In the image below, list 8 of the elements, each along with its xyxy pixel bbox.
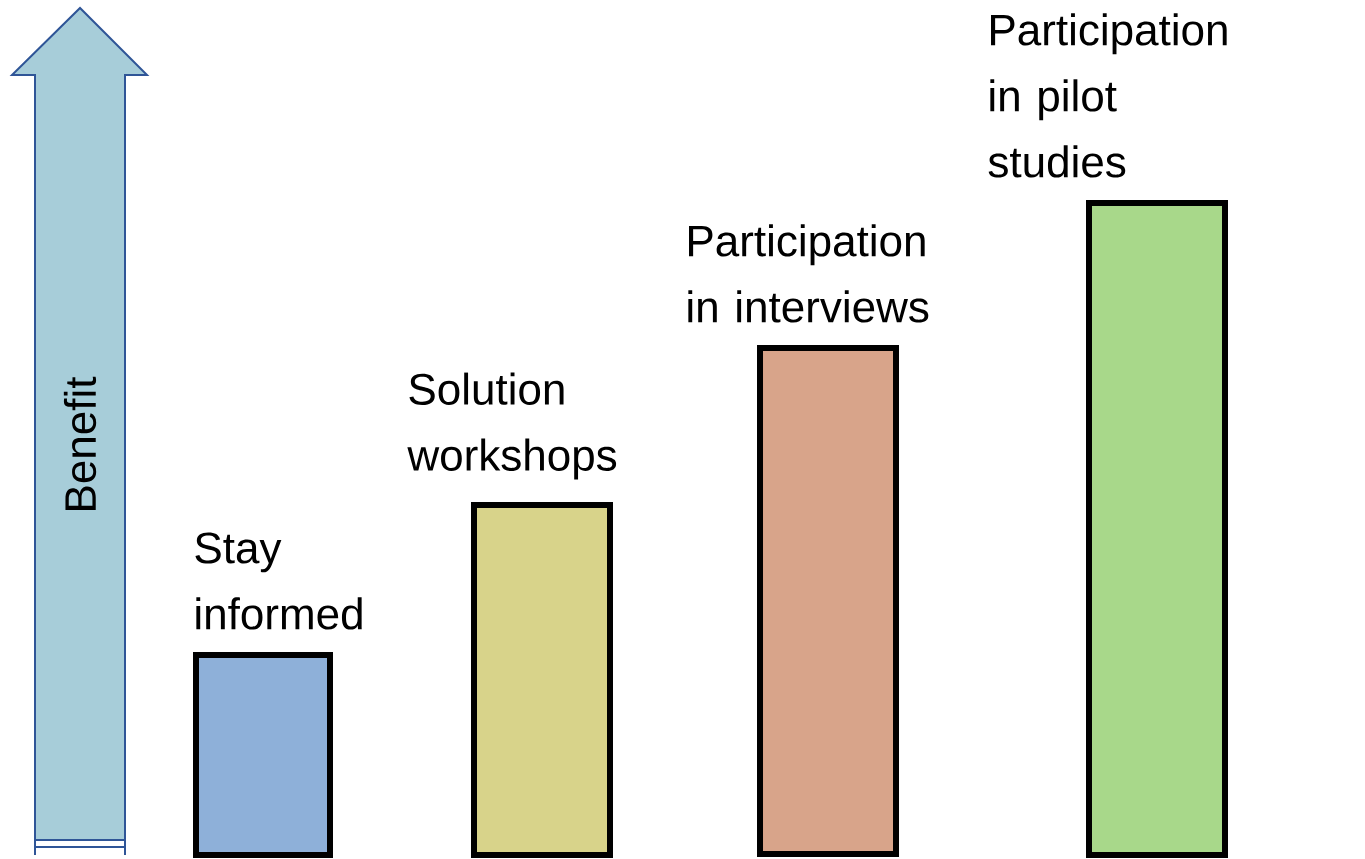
- bar: [471, 502, 613, 858]
- bar-label: Participation in pilot studies: [988, 13, 1227, 178]
- bar-label: Stay informed: [195, 532, 362, 630]
- bar-label: Solution workshops: [407, 372, 617, 480]
- bar: [757, 345, 899, 857]
- bar: [1086, 200, 1228, 858]
- bar-label: Participation in interviews: [688, 224, 929, 323]
- bar: [193, 652, 333, 858]
